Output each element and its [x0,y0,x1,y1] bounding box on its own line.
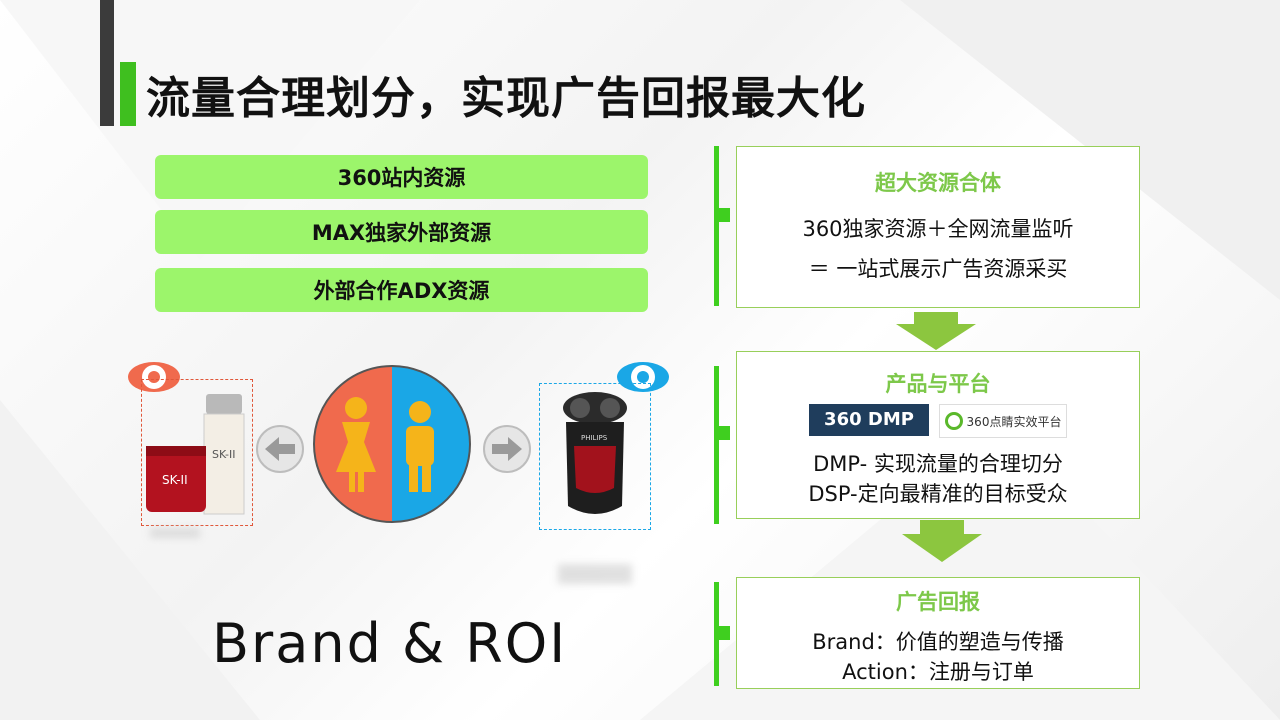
panel-products: 产品与平台 360 DMP 360点睛实效平台 DMP- 实现流量的合理切分 D… [736,351,1140,519]
panel-resources-line2: ＝ 一站式展示广告资源采买 [808,257,1068,281]
product-frame-left [141,379,253,526]
dianjing-eye-icon [944,412,963,430]
panel-roi-line1: Brand：价值的塑造与传播 [812,630,1064,654]
gender-split-icon [313,365,471,523]
arrow-right-icon [483,425,531,473]
product-frame-right [539,383,651,530]
panel-resources: 超大资源合体 360独家资源＋全网流量监听 ＝ 一站式展示广告资源采买 [736,146,1140,308]
resource-box-3: 外部合作ADX资源 [155,268,648,312]
skii-label: SK-II [162,473,188,487]
panel-roi: 广告回报 Brand：价值的塑造与传播 Action：注册与订单 [736,577,1140,689]
eye-icon [128,362,180,392]
blurred-caption-left [150,528,200,538]
resource-box-2: MAX独家外部资源 [155,210,648,254]
panel-roi-heading: 广告回报 [896,590,980,614]
dianjing-logo-text: 360点睛实效平台 [966,414,1062,429]
panel-products-line2: DSP-定向最精准的目标受众 [808,482,1068,506]
arrow-left-icon [256,425,304,473]
arrow-down-icon [902,520,982,562]
skii-bottle-label: SK-II [212,448,236,461]
panel-resources-heading: 超大资源合体 [875,171,1001,195]
page-title: 流量合理划分，实现广告回报最大化 [146,73,866,124]
shaver-brand-label: PHILIPS [581,434,608,442]
timeline-tick-1 [714,208,730,222]
panel-products-line1: DMP- 实现流量的合理切分 [813,452,1063,476]
timeline-tick-3 [714,626,730,640]
title-accent-dark [100,0,114,126]
shaver-image: PHILIPS [563,392,627,514]
timeline-line-1 [714,146,719,306]
resource-box-1: 360站内资源 [155,155,648,199]
arrow-down-icon [896,312,976,350]
blurred-caption-right [558,564,632,584]
eye-icon [617,362,669,392]
dianjing-logo: 360点睛实效平台 [939,404,1067,438]
panel-resources-line1: 360独家资源＋全网流量监听 [802,217,1074,241]
title-accent-green [120,62,136,126]
timeline-line-2 [714,366,719,524]
skii-products-image: SK-II SK-II [146,394,245,515]
panel-roi-line2: Action：注册与订单 [842,660,1034,684]
brand-roi-text: Brand & ROI [212,612,568,675]
timeline-tick-2 [714,426,730,440]
dmp-logo: 360 DMP [809,404,929,436]
panel-products-heading: 产品与平台 [885,372,991,396]
